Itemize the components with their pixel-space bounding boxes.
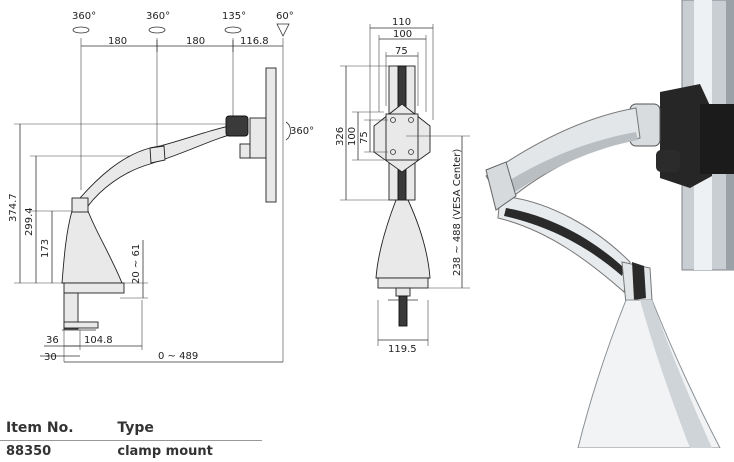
rotation-label: 60° [276, 11, 294, 22]
vesa-height-label: 75 [359, 131, 370, 144]
vesa-height-label: 100 [347, 127, 358, 146]
width-label: 100 [393, 29, 412, 40]
base-width-label: 119.5 [388, 344, 417, 355]
head-rotation-label: 360° [290, 126, 314, 137]
table-row: 88350 clamp mount [0, 441, 262, 462]
rotation-label: 135° [222, 11, 246, 22]
height-label: 299.4 [24, 207, 35, 236]
arm-length-label: 116.8 [240, 36, 269, 47]
clamp-dim-label: 104.8 [84, 335, 113, 346]
rotation-label: 360° [72, 11, 96, 22]
table-header-row: Item No. Type [0, 416, 262, 441]
rotation-icon [73, 24, 289, 36]
type-cell: clamp mount [111, 441, 262, 462]
vesa-height-label: 326 [335, 127, 346, 146]
column-header: Item No. [0, 416, 111, 441]
width-label: 110 [392, 17, 411, 28]
product-illustration [486, 0, 734, 448]
diagram-canvas: 360° 360° 135° 60° 180 180 116.8 374.7 2… [0, 0, 734, 448]
height-label: 20 ~ 61 [131, 244, 142, 284]
height-label: 374.7 [8, 193, 19, 222]
front-view-drawing [340, 24, 470, 346]
clamp-dim-label: 30 [44, 352, 57, 363]
arm-length-label: 180 [186, 36, 205, 47]
width-label: 75 [395, 46, 408, 57]
rotation-label: 360° [146, 11, 170, 22]
column-header: Type [111, 416, 262, 441]
height-range-label: 238 ~ 488 (VESA Center) [452, 149, 463, 276]
side-view-drawing [14, 24, 289, 362]
clamp-dim-label: 0 ~ 489 [158, 351, 198, 362]
item-number-cell: 88350 [0, 441, 111, 462]
height-label: 173 [40, 239, 51, 258]
clamp-dim-label: 36 [46, 335, 59, 346]
item-table: Item No. Type 88350 clamp mount [0, 416, 262, 462]
arm-length-label: 180 [108, 36, 127, 47]
